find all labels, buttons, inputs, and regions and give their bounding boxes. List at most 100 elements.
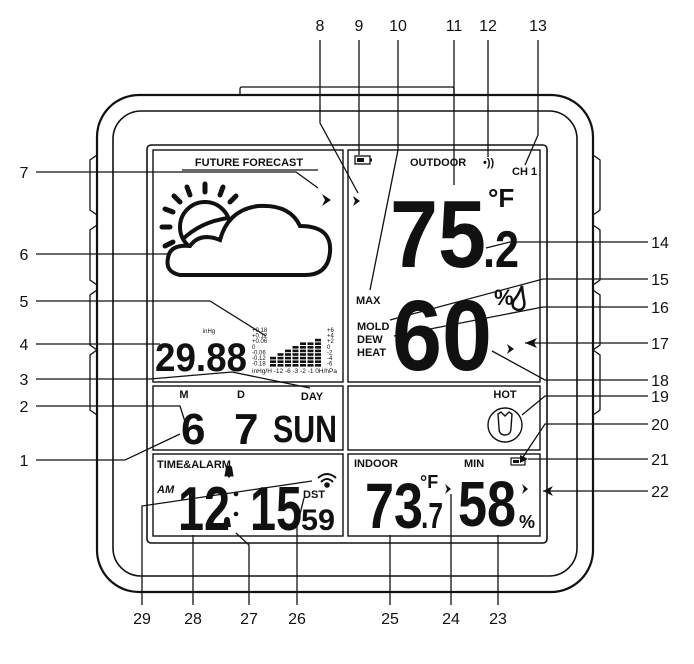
callout-7: 7 xyxy=(20,165,29,182)
pressure-history-scale: +0.18+0.12+0.060-0.06-0.12-0.18+6+4+20-2… xyxy=(252,328,335,368)
hours-value: 12 xyxy=(178,475,230,544)
date-panel xyxy=(152,385,344,451)
pressure-bar-segment xyxy=(307,364,314,367)
humidity-trend-arrow xyxy=(507,344,514,354)
pressure-unit: inHg xyxy=(203,329,215,335)
comfort-icon-ring xyxy=(487,407,523,443)
callout-24: 24 xyxy=(442,611,460,628)
pressure-axis-label: inHg/H -12 -6 -3 -2 -1 0H/hPa xyxy=(252,369,338,375)
callout-5: 5 xyxy=(20,294,29,311)
outdoor-temp-main: 75 xyxy=(390,181,486,288)
lcd-panels xyxy=(152,149,541,537)
dst-label: DST xyxy=(303,489,325,501)
pressure-scale-left-label: 0 xyxy=(252,345,256,351)
weekday-value: SUN xyxy=(273,409,337,451)
right-side-button xyxy=(592,289,601,351)
forecast-title: FUTURE FORECAST xyxy=(195,157,303,169)
callout-6: 6 xyxy=(20,247,29,264)
pressure-bar-segment xyxy=(292,349,299,353)
dew-label: DEW xyxy=(357,334,383,346)
callout-21: 21 xyxy=(651,452,669,469)
indoor-temp-decimal: .7 xyxy=(421,495,443,536)
pressure-bar-segment xyxy=(270,356,276,360)
comfort-panel xyxy=(347,385,541,451)
indoor-battery-level xyxy=(513,460,519,463)
pressure-bar-segment xyxy=(300,353,306,356)
left-side-button xyxy=(89,154,98,216)
weekday-label: DAY xyxy=(301,391,324,403)
pressure-scale-right-label: -4 xyxy=(327,356,333,362)
indoor-humidity-unit: % xyxy=(519,512,535,532)
pressure-bar-segment xyxy=(315,356,321,360)
channel-label: CH 1 xyxy=(512,166,537,178)
pressure-scale-right-label: +2 xyxy=(327,339,335,345)
humidity-drop-icon xyxy=(511,285,526,312)
mold-label: MOLD xyxy=(357,321,389,333)
callout-27: 27 xyxy=(240,611,258,628)
pressure-bar-segment xyxy=(307,353,314,356)
pressure-bar-segment xyxy=(300,356,306,360)
callout-9: 9 xyxy=(355,18,364,35)
max-label: MAX xyxy=(356,295,381,307)
callout-15: 15 xyxy=(651,272,669,289)
left-side-button xyxy=(89,289,98,351)
outdoor-title: OUTDOOR xyxy=(410,157,466,169)
callout-3: 3 xyxy=(20,372,29,389)
time-title: TIME&ALARM xyxy=(157,459,231,471)
humidity-unit: % xyxy=(494,285,514,310)
day-value: 7 xyxy=(234,405,258,454)
minutes-value: 15 xyxy=(250,475,302,544)
pressure-bar-segment xyxy=(277,364,284,367)
hot-label: HOT xyxy=(493,389,517,401)
indoor-panel xyxy=(347,453,541,537)
alarm-bell-icon xyxy=(224,465,234,478)
pressure-scale-right-label: 0 xyxy=(327,345,331,351)
pressure-bar-segment xyxy=(300,364,306,367)
pressure-bar-segment xyxy=(315,349,321,353)
callout-8: 8 xyxy=(316,18,325,35)
pressure-scale-left-label: -0.06 xyxy=(252,350,266,356)
month-value: 6 xyxy=(181,405,205,454)
pressure-bar-segment xyxy=(285,360,291,363)
right-side-button xyxy=(592,349,601,416)
left-side-button xyxy=(89,349,98,416)
callout-1: 1 xyxy=(20,453,29,470)
outdoor-temp-unit: °F xyxy=(488,183,514,213)
callout-16: 16 xyxy=(651,300,669,317)
outdoor-humidity: 60 xyxy=(392,280,492,392)
pressure-bar-segment xyxy=(285,364,291,367)
outdoor-trend-arrow xyxy=(353,196,360,206)
leader-lines xyxy=(36,40,648,605)
top-ridge xyxy=(239,86,455,95)
callout-28: 28 xyxy=(184,611,202,628)
right-side-button xyxy=(592,224,601,286)
callout-18: 18 xyxy=(651,373,669,390)
callout-14: 14 xyxy=(651,235,669,252)
indoor-temp-unit: °F xyxy=(420,472,438,492)
callout-12: 12 xyxy=(479,18,497,35)
day-label: D xyxy=(237,389,245,401)
indoor-title: INDOOR xyxy=(354,458,398,470)
callout-19: 19 xyxy=(651,389,669,406)
pressure-scale-left-label: -0.18 xyxy=(252,362,266,368)
pressure-bar-segment xyxy=(315,364,321,367)
pressure-bar-segment xyxy=(277,356,284,360)
leader-arrowheads xyxy=(520,338,553,496)
pressure-bar-segment xyxy=(315,353,321,356)
pressure-bar-segment xyxy=(292,360,299,363)
signal-icon: •)) xyxy=(483,157,495,169)
pressure-bar-segment xyxy=(307,360,314,363)
indoor-humidity: 58 xyxy=(458,468,516,540)
indoor-humidity-trend-arrow xyxy=(522,484,528,494)
pressure-bar-segment xyxy=(270,364,276,367)
pressure-scale-left-label: +0.06 xyxy=(252,339,268,345)
right-side-button xyxy=(592,154,601,216)
pressure-bar-segment xyxy=(277,360,284,363)
forecast-panel xyxy=(152,149,344,383)
forecast-trend-arrow xyxy=(322,194,331,206)
callout-25: 25 xyxy=(381,611,399,628)
pressure-bar-segment xyxy=(285,356,291,360)
outdoor-temp-decimal: .2 xyxy=(483,221,519,279)
pressure-value: 29.88 xyxy=(155,336,247,380)
